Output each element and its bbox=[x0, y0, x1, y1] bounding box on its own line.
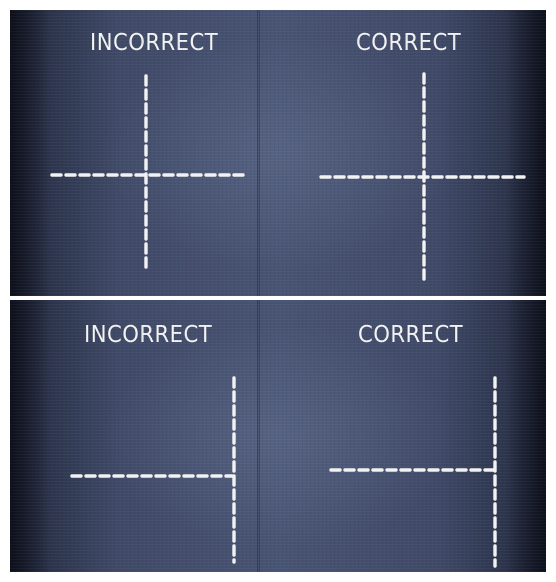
stitching-figure: INCORRECT CORRECT INCORRECT CORRECT bbox=[0, 0, 556, 582]
stitch-lines bbox=[0, 0, 556, 582]
